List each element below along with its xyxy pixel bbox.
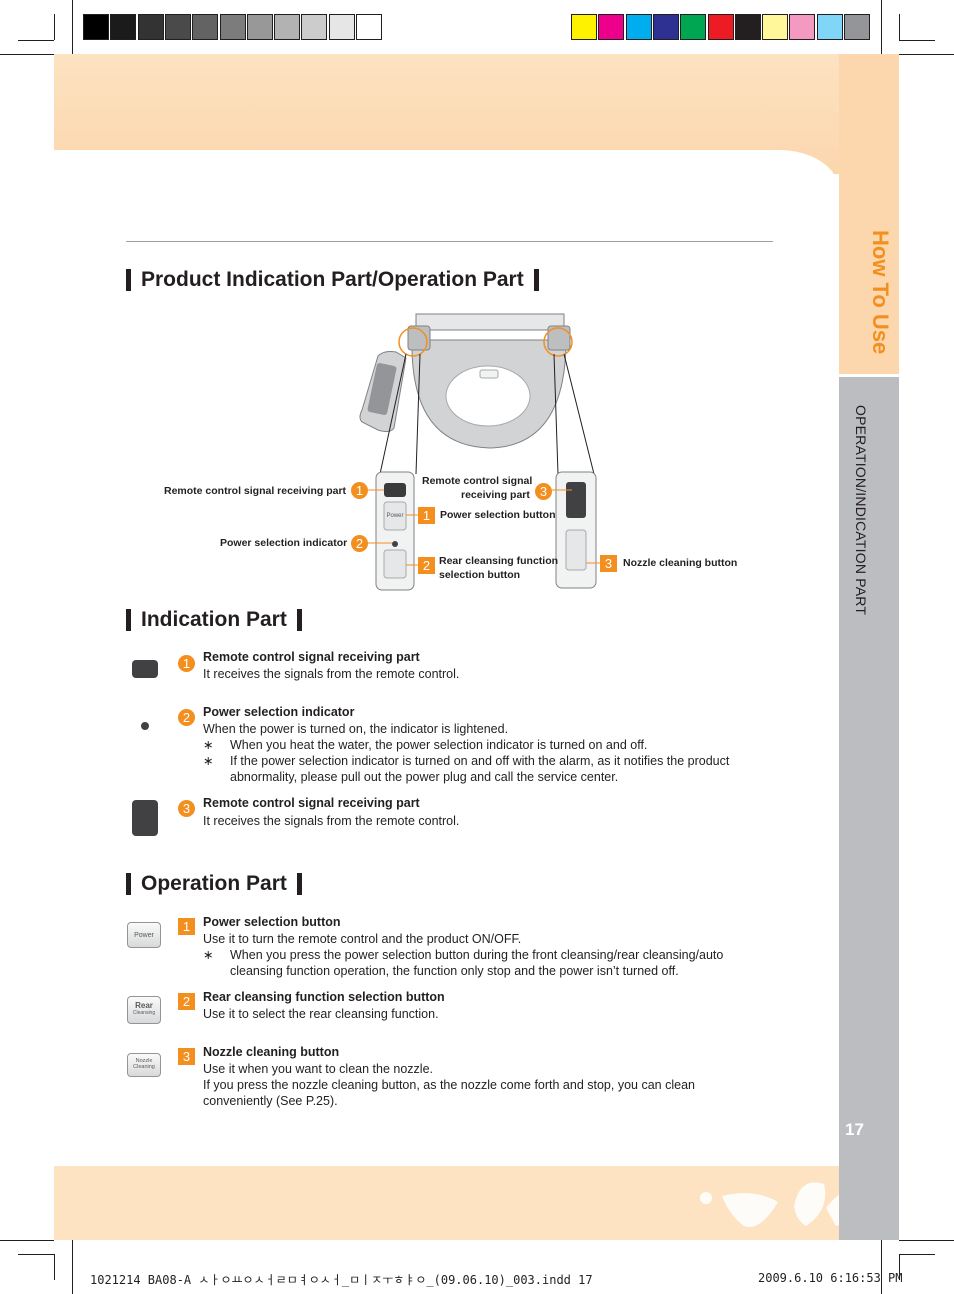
chapter-title: How To Use xyxy=(868,230,893,355)
ind-item-3-text: It receives the signals from the remote … xyxy=(203,814,460,828)
gray-swatches-swatch xyxy=(110,14,137,40)
side-tab-orange xyxy=(839,54,899,374)
op-item-2-text: Use it to select the rear cleansing func… xyxy=(203,1007,439,1021)
ind-item-2-title: Power selection indicator xyxy=(203,705,355,719)
color-swatches-swatch xyxy=(789,14,816,40)
toilet-seat-icon xyxy=(407,313,571,449)
gray-swatches-swatch xyxy=(83,14,109,40)
leaf-decoration-icon xyxy=(700,1177,894,1227)
label-remote-receiver-right-1: Remote control signal xyxy=(422,475,533,487)
top-rule xyxy=(126,241,773,242)
color-swatches-swatch xyxy=(844,14,870,40)
label-remote-receiver-right-2: receiving part xyxy=(461,489,530,501)
color-swatches-swatch xyxy=(571,14,597,40)
label-rear-button-2: selection button xyxy=(439,569,521,581)
ind-item-3-number: 3 xyxy=(178,800,195,817)
color-swatches-swatch xyxy=(598,14,625,40)
section-title-indication: Indication Part xyxy=(126,608,302,632)
receiver-panel-icon xyxy=(132,800,158,836)
receiver-window-icon xyxy=(132,660,158,678)
gray-swatches-swatch xyxy=(219,14,246,40)
section-title-operation: Operation Part xyxy=(126,872,302,896)
label-rear-button-1: Rear cleansing function xyxy=(439,555,559,567)
ind-item-1-number: 1 xyxy=(178,655,195,672)
marker-ind-2: 2 xyxy=(351,535,368,552)
gray-swatches-swatch xyxy=(328,14,355,40)
nozzle-button-icon: Nozzle Cleaning xyxy=(127,1053,161,1077)
product-diagram: Power Remote control signal receiving pa… xyxy=(126,300,766,600)
label-power-indicator: Power selection indicator xyxy=(220,537,348,549)
label-nozzle-button: Nozzle cleaning button xyxy=(623,557,738,569)
op-item-3-text: Use it when you want to clean the nozzle… xyxy=(203,1062,433,1076)
color-swatches-swatch xyxy=(762,14,789,40)
marker-op-1: 1 xyxy=(418,507,435,524)
ind-item-1-text: It receives the signals from the remote … xyxy=(203,667,460,681)
footer-band xyxy=(54,1166,899,1240)
ind-item-2-note-2: ∗If the power selection indicator is tur… xyxy=(203,754,730,784)
side-tab-gray xyxy=(839,377,899,1240)
op-item-3-title: Nozzle cleaning button xyxy=(203,1045,340,1059)
color-swatches-swatch xyxy=(816,14,843,40)
ind-item-3-title: Remote control signal receiving part xyxy=(203,796,420,810)
diagram-power-button: Power xyxy=(386,513,404,519)
color-swatches-swatch xyxy=(734,14,761,40)
toilet-seat-illustration xyxy=(359,313,600,591)
color-swatches-swatch xyxy=(652,14,679,40)
op-item-1-note-1: ∗When you press the power selection butt… xyxy=(203,948,724,978)
chapter-subtitle: OPERATION/INDICATION PART xyxy=(853,405,869,616)
section-title-product: Product Indication Part/Operation Part xyxy=(126,268,539,292)
header-band-curve xyxy=(54,150,839,210)
ind-item-2-number: 2 xyxy=(178,709,195,726)
ind-item-1-title: Remote control signal receiving part xyxy=(203,650,420,664)
marker-op-3: 3 xyxy=(600,555,617,572)
gray-swatches-swatch xyxy=(274,14,301,40)
gray-swatches-swatch xyxy=(192,14,219,40)
color-swatches-swatch xyxy=(625,14,652,40)
op-item-3-text-2: If you press the nozzle cleaning button,… xyxy=(203,1078,695,1108)
gray-swatches-swatch xyxy=(356,14,382,40)
gray-swatches-swatch xyxy=(137,14,164,40)
gray-swatches-swatch xyxy=(301,14,328,40)
op-item-2-number: 2 xyxy=(178,993,195,1010)
power-button-icon: Power xyxy=(127,922,161,948)
marker-ind-3: 3 xyxy=(535,483,552,500)
op-item-1-number: 1 xyxy=(178,918,195,935)
gray-swatches-swatch xyxy=(164,14,191,40)
remote-control-icon xyxy=(359,351,407,433)
ind-item-2-text: When the power is turned on, the indicat… xyxy=(203,722,509,736)
op-item-2-title: Rear cleansing function selection button xyxy=(203,990,445,1004)
print-timestamp: 2009.6.10 6:16:53 PM xyxy=(758,1271,903,1285)
color-swatches-swatch xyxy=(707,14,734,40)
op-item-3-number: 3 xyxy=(178,1048,195,1065)
op-item-1-text: Use it to turn the remote control and th… xyxy=(203,932,522,946)
file-slug: 1021214 BA08-A ㅅㅏㅇㅛㅇㅅㅓㄹㅁㅕㅇㅅㅓ_ㅁㅣㅈㅜㅎㅑㅇ_(09… xyxy=(90,1273,593,1287)
control-panel-right xyxy=(555,471,597,589)
rear-button-icon: Rear Cleansing xyxy=(127,996,161,1024)
marker-op-2: 2 xyxy=(418,557,435,574)
marker-ind-1: 1 xyxy=(351,482,368,499)
color-swatches-swatch xyxy=(680,14,707,40)
indicator-dot-icon xyxy=(141,722,149,730)
ind-item-2-note-1: ∗When you heat the water, the power sele… xyxy=(203,738,648,752)
op-item-1-title: Power selection button xyxy=(203,915,341,929)
label-power-button: Power selection button xyxy=(440,509,556,521)
page-number: 17 xyxy=(845,1120,864,1139)
label-remote-receiver: Remote control signal receiving part xyxy=(164,485,347,497)
gray-swatches-swatch xyxy=(246,14,273,40)
control-panel-left xyxy=(375,471,415,591)
